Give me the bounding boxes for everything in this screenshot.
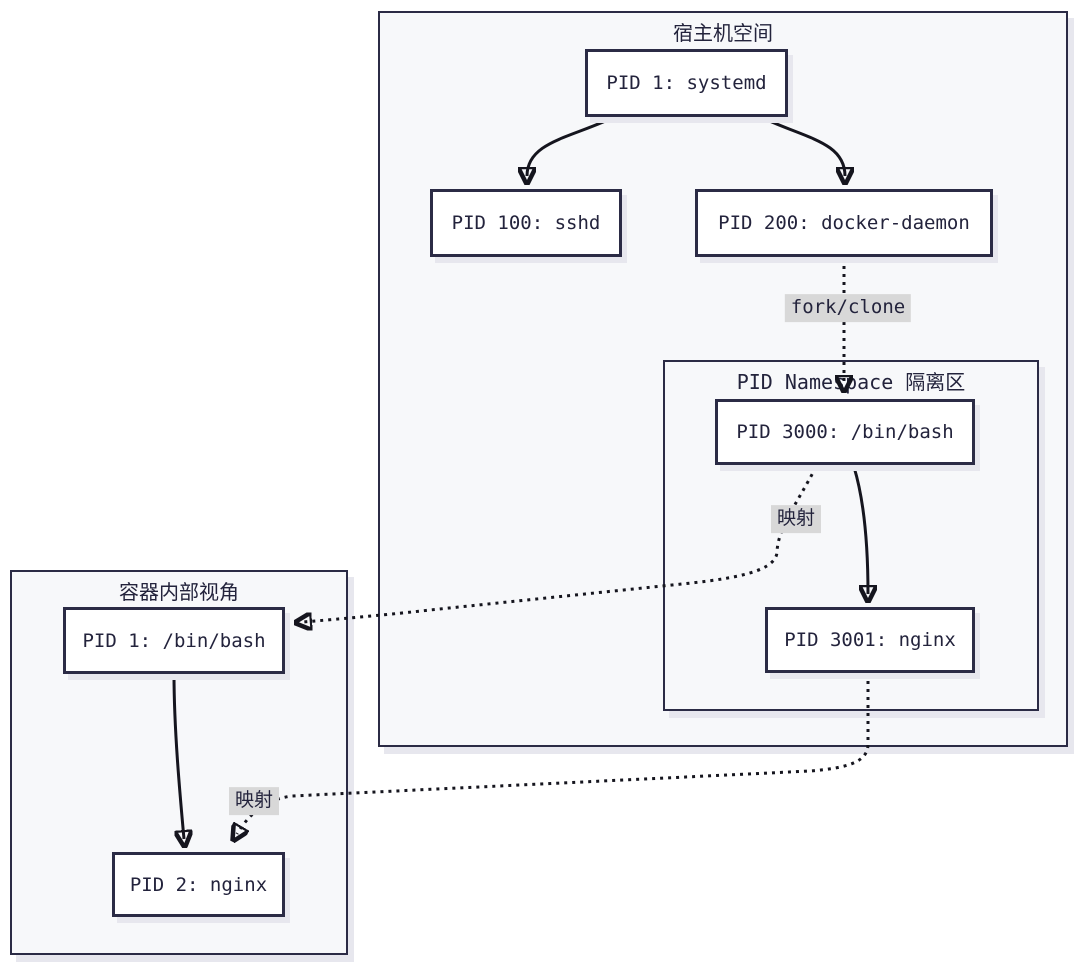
edge-label-map-nginx: 映射 [228,787,280,815]
node-container-pid1-bash: PID 1: /bin/bash [63,607,285,674]
node-pid3001-nginx-label: PID 3001: nginx [784,629,956,651]
node-pid200-docker-daemon: PID 200: docker-daemon [695,189,993,257]
node-pid3001-nginx: PID 3001: nginx [765,607,975,673]
edge-systemd-to-sshd [527,116,613,176]
node-container-pid1-bash-label: PID 1: /bin/bash [82,629,266,652]
edge-bash-host-to-nginx-host [852,466,868,594]
edge-bash-host-to-bash-container-map [303,466,818,622]
edge-nginx-host-to-nginx-container-map [237,673,870,834]
node-pid3000-bash: PID 3000: /bin/bash [715,399,975,465]
node-pid1-systemd-label: PID 1: systemd [606,72,767,94]
node-pid100-sshd-label: PID 100: sshd [451,212,601,234]
host-space-title: 宿主机空间 [673,21,773,45]
edge-bash-container-to-nginx-container [172,673,184,839]
node-pid3000-bash-label: PID 3000: /bin/bash [736,421,954,443]
node-container-pid2-nginx: PID 2: nginx [112,852,285,917]
node-container-pid2-nginx-label: PID 2: nginx [129,873,268,896]
edge-label-map-bash: 映射 [770,505,822,533]
node-pid200-docker-daemon-label: PID 200: docker-daemon [718,212,970,234]
node-pid1-systemd: PID 1: systemd [585,49,788,117]
edge-label-fork-clone: fork/clone [784,294,912,322]
edge-systemd-to-docker [762,116,845,176]
container-view-title: 容器内部视角 [119,580,239,604]
node-pid100-sshd: PID 100: sshd [430,189,622,257]
